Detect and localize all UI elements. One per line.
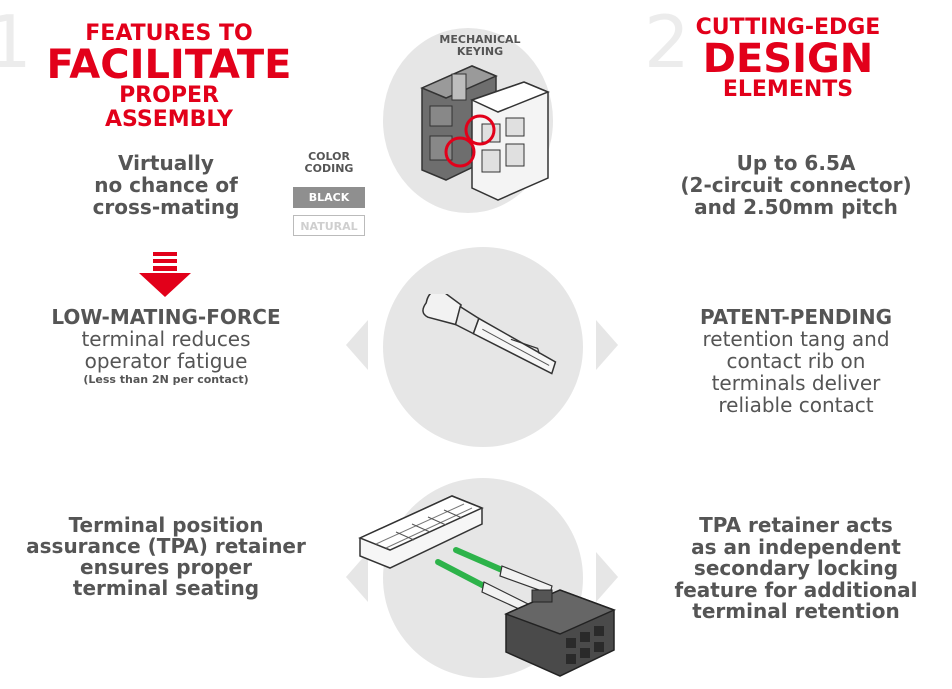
left-header-line4: ASSEMBLY xyxy=(105,107,233,132)
left-chevron-icon xyxy=(346,320,368,370)
mechanical-keying-line2: KEYING xyxy=(456,45,504,58)
left-chevron-icon xyxy=(346,552,368,602)
tpa-lock-line2: as an independent xyxy=(691,534,901,559)
cross-mating-line1: Virtually xyxy=(118,151,214,175)
patent-pending-line2: contact rib on xyxy=(726,349,866,373)
color-coding-label: COLOR CODING xyxy=(293,151,365,175)
right-header: CUTTING-EDGE DESIGN ELEMENTS xyxy=(668,16,908,102)
tpa-lock-text: TPA retainer acts as an independent seco… xyxy=(652,513,940,623)
cross-mating-line3: cross-mating xyxy=(92,195,240,219)
natural-swatch: NATURAL xyxy=(293,215,365,236)
tpa-lock-line3: secondary locking xyxy=(693,556,899,580)
low-force-title: LOW-MATING-FORCE xyxy=(51,305,281,329)
section-number-2: 2 xyxy=(644,0,690,84)
tpa-lock-line5: terminal retention xyxy=(692,599,900,623)
color-coding-line2: CODING xyxy=(304,162,354,175)
color-coding-line1: COLOR xyxy=(308,150,350,163)
cross-mating-line2: no chance of xyxy=(94,173,238,197)
terminal-illustration xyxy=(422,294,557,375)
terminal-circle xyxy=(383,247,583,447)
patent-pending-line3: terminals deliver xyxy=(711,371,881,395)
left-header: FEATURES TO FACILITATE PROPER ASSEMBLY xyxy=(40,22,298,132)
low-force-note: (Less than 2N per contact) xyxy=(83,373,249,386)
right-header-line3: ELEMENTS xyxy=(722,77,854,102)
cross-mating-text: Virtually no chance of cross-mating xyxy=(66,152,266,218)
right-chevron-icon xyxy=(596,552,618,602)
patent-pending-line1: retention tang and xyxy=(702,327,890,351)
tpa-illustration xyxy=(358,495,616,677)
tpa-text: Terminal position assurance (TPA) retain… xyxy=(10,515,322,599)
current-rating-text: Up to 6.5A (2-circuit connector) and 2.5… xyxy=(665,152,927,218)
left-header-line2: FACILITATE xyxy=(46,42,292,88)
right-chevron-icon xyxy=(596,320,618,370)
patent-pending-line4: reliable contact xyxy=(718,393,874,417)
tpa-line4: terminal seating xyxy=(72,576,260,600)
left-header-line1: FEATURES TO xyxy=(85,21,253,46)
mechanical-keying-line1: MECHANICAL xyxy=(439,33,521,46)
tpa-lock-line4: feature for additional xyxy=(674,577,918,602)
section-number-1: 1 xyxy=(0,0,32,84)
tpa-lock-line1: TPA retainer acts xyxy=(699,513,893,537)
keying-connector-illustration xyxy=(420,65,550,201)
current-rating-line1: Up to 6.5A xyxy=(736,151,856,175)
patent-pending-title: PATENT-PENDING xyxy=(699,305,893,329)
current-rating-line3: and 2.50mm pitch xyxy=(694,195,898,219)
patent-pending-text: PATENT-PENDING retention tang and contac… xyxy=(666,306,926,416)
tpa-line1: Terminal position xyxy=(68,513,264,537)
tpa-line2: assurance (TPA) retainer xyxy=(26,534,306,558)
left-header-line3: PROPER xyxy=(119,83,219,108)
low-force-line2: operator fatigue xyxy=(84,349,248,373)
down-arrow-icon xyxy=(139,252,191,297)
right-header-line1: CUTTING-EDGE xyxy=(695,15,881,40)
tpa-line3: ensures proper xyxy=(80,555,252,579)
right-header-line2: DESIGN xyxy=(702,36,874,82)
current-rating-line2: (2-circuit connector) xyxy=(680,173,912,197)
black-swatch: BLACK xyxy=(293,187,365,208)
low-force-text: LOW-MATING-FORCE terminal reduces operat… xyxy=(26,306,306,388)
mechanical-keying-label: MECHANICAL KEYING xyxy=(430,34,530,58)
low-force-line1: terminal reduces xyxy=(81,327,251,351)
